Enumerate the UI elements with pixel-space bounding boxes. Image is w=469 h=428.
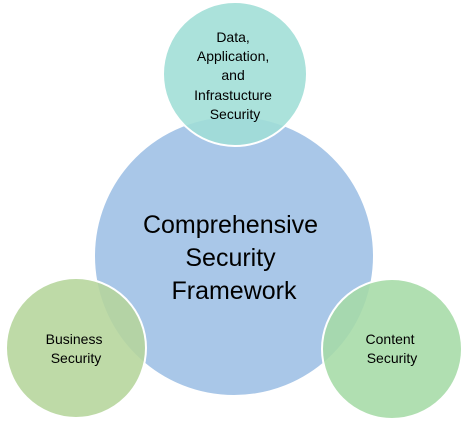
node-label-content-line-2: Security	[367, 350, 418, 366]
node-label-business-line-2: Security	[51, 350, 102, 366]
node-label-top-line-4: Infrastucture	[194, 87, 272, 103]
center-label-line-3: Framework	[171, 277, 297, 305]
node-circle-data-application-infrastructure	[162, 1, 308, 147]
node-label-content: Content Security	[366, 331, 419, 366]
center-label-line-1: Comprehensive	[143, 211, 318, 239]
node-label-content-line-1: Content	[366, 331, 415, 347]
node-label-business-line-1: Business	[46, 331, 103, 347]
node-label-data-application-infrastructure: Data, Application, and Infrastucture Sec…	[194, 29, 276, 122]
node-circle-content	[321, 278, 463, 420]
node-label-top-line-1: Data,	[216, 29, 249, 45]
center-label: Comprehensive Security Framework	[143, 211, 325, 305]
node-label-top-line-5: Security	[210, 106, 261, 122]
node-label-business: Business Security	[46, 331, 107, 366]
node-label-top-line-2: Application,	[197, 48, 269, 64]
center-label-line-2: Security	[185, 244, 276, 272]
node-label-top-line-3: and	[221, 67, 244, 83]
node-circle-business	[5, 277, 147, 419]
